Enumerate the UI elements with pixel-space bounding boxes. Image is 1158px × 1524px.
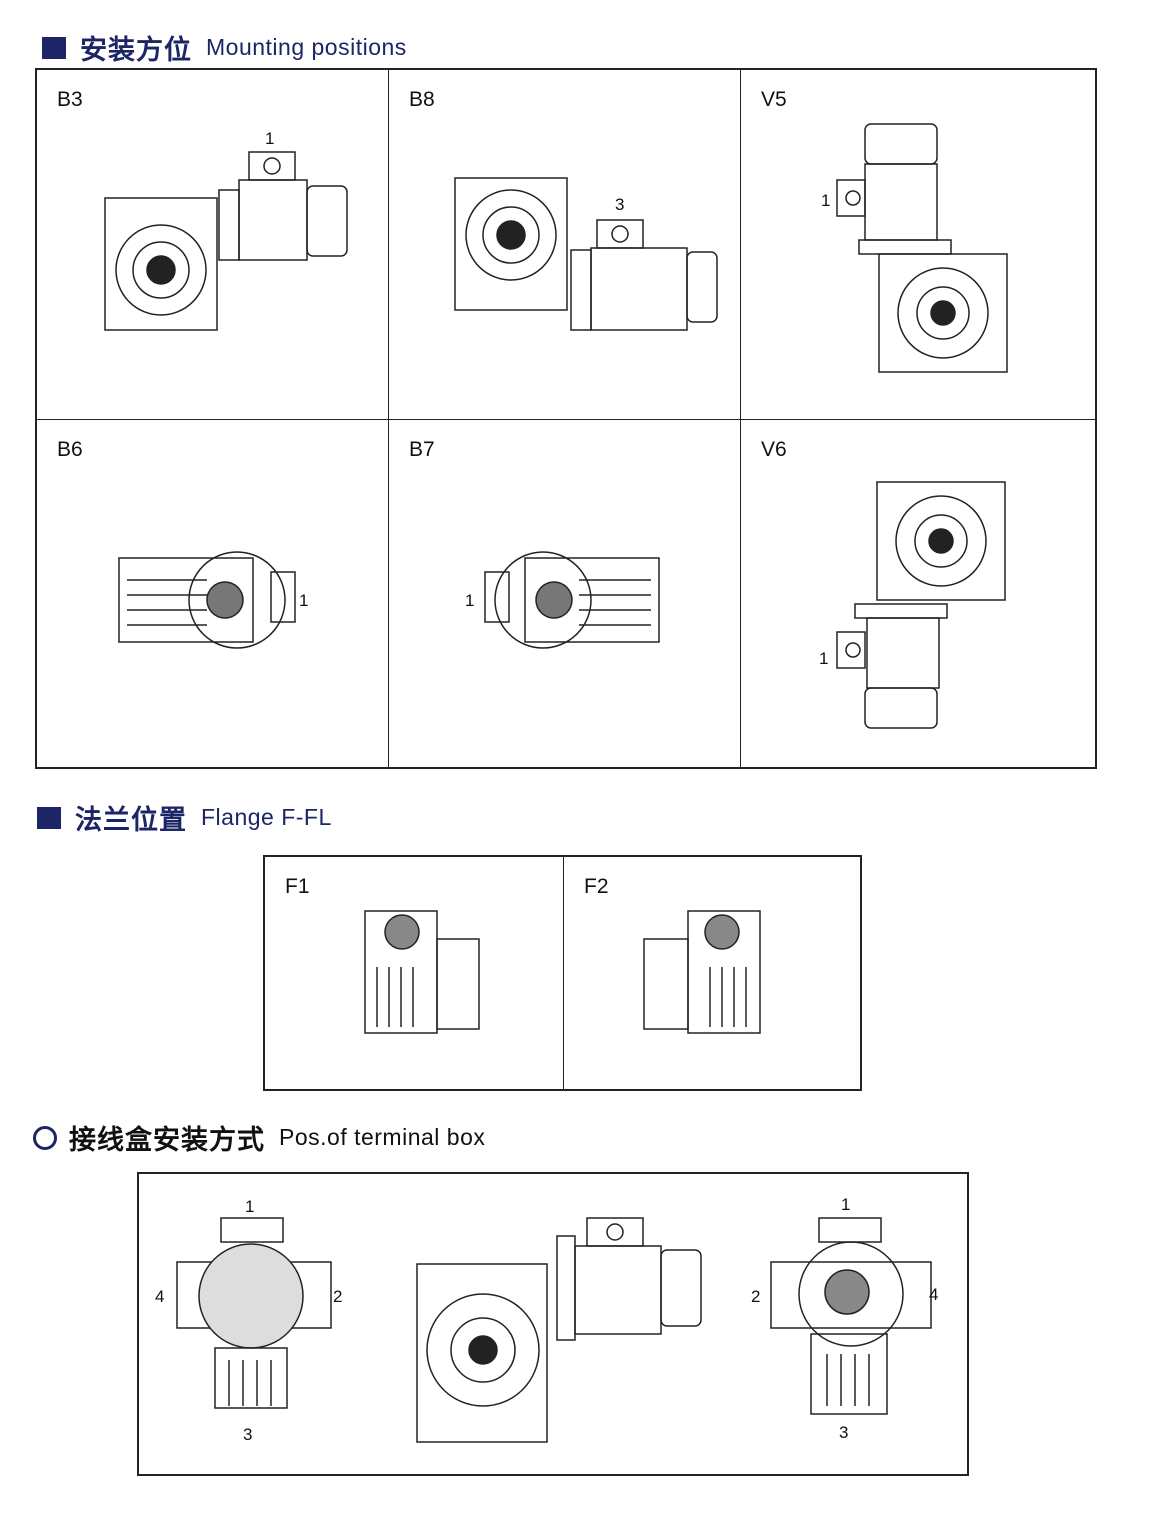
- terminal-heading: 接线盒安装方式 Pos.of terminal box: [33, 1118, 485, 1157]
- square-bullet-icon: [37, 806, 61, 829]
- position-number: 2: [751, 1287, 760, 1306]
- gearbox-v6-drawing: 1: [819, 481, 1006, 729]
- mounting-heading: 安装方位 Mounting positions: [42, 28, 407, 67]
- position-number: 4: [929, 1285, 938, 1304]
- mounting-grid: B3 1 B8 3 V5 1: [35, 68, 1097, 769]
- gearbox-b3-drawing: 1: [104, 129, 348, 331]
- position-number: 1: [265, 129, 274, 148]
- circle-bullet-icon: [33, 1125, 57, 1150]
- cell-label: F1: [285, 875, 310, 898]
- gearbox-b7-drawing: 1: [465, 551, 660, 649]
- position-number: 3: [839, 1423, 848, 1442]
- gearbox-b6-drawing: 1: [118, 551, 308, 649]
- terminal-box-drawings: 1 2 3 4 1 2 3 4: [155, 1195, 938, 1444]
- position-number: 1: [245, 1197, 254, 1216]
- cell-label: V5: [761, 88, 787, 111]
- cell-label: V6: [761, 438, 787, 461]
- cell-f2: F2: [564, 857, 860, 1089]
- cell-label: B6: [57, 438, 83, 461]
- position-number: 4: [155, 1287, 164, 1306]
- cell-v5: V5 1: [741, 70, 1095, 420]
- cell-b8: B8 3: [389, 70, 741, 420]
- gearbox-v5-drawing: 1: [821, 123, 1008, 373]
- flange-f2-drawing: [643, 910, 761, 1034]
- position-number: 2: [333, 1287, 342, 1306]
- heading-zh: 接线盒安装方式: [69, 1125, 265, 1155]
- cell-label: B7: [409, 438, 435, 461]
- heading-en: Mounting positions: [206, 34, 407, 60]
- position-number: 3: [243, 1425, 252, 1444]
- heading-zh: 安装方位: [80, 35, 192, 65]
- square-bullet-icon: [42, 36, 66, 59]
- cell-f1: F1: [265, 857, 564, 1089]
- heading-en: Flange F-FL: [201, 804, 332, 830]
- flange-f1-drawing: [364, 910, 480, 1034]
- position-number: 1: [819, 649, 828, 668]
- cell-label: B8: [409, 88, 435, 111]
- position-number: 1: [841, 1195, 850, 1214]
- position-number: 1: [821, 191, 830, 210]
- gearbox-b8-drawing: 3: [454, 177, 718, 331]
- cell-v6: V6 1: [741, 420, 1095, 767]
- cell-b7: B7 1: [389, 420, 741, 767]
- position-number: 1: [299, 591, 308, 610]
- heading-zh: 法兰位置: [75, 805, 187, 835]
- heading-en: Pos.of terminal box: [279, 1124, 486, 1150]
- flange-grid: F1 F2: [263, 855, 862, 1091]
- cell-b3: B3 1: [37, 70, 389, 420]
- cell-label: F2: [584, 875, 609, 898]
- terminal-box-diagram: 1 2 3 4 1 2 3 4: [137, 1172, 969, 1476]
- cell-b6: B6 1: [37, 420, 389, 767]
- flange-heading: 法兰位置 Flange F-FL: [37, 798, 332, 837]
- position-number: 1: [465, 591, 474, 610]
- cell-label: B3: [57, 88, 83, 111]
- position-number: 3: [615, 195, 624, 214]
